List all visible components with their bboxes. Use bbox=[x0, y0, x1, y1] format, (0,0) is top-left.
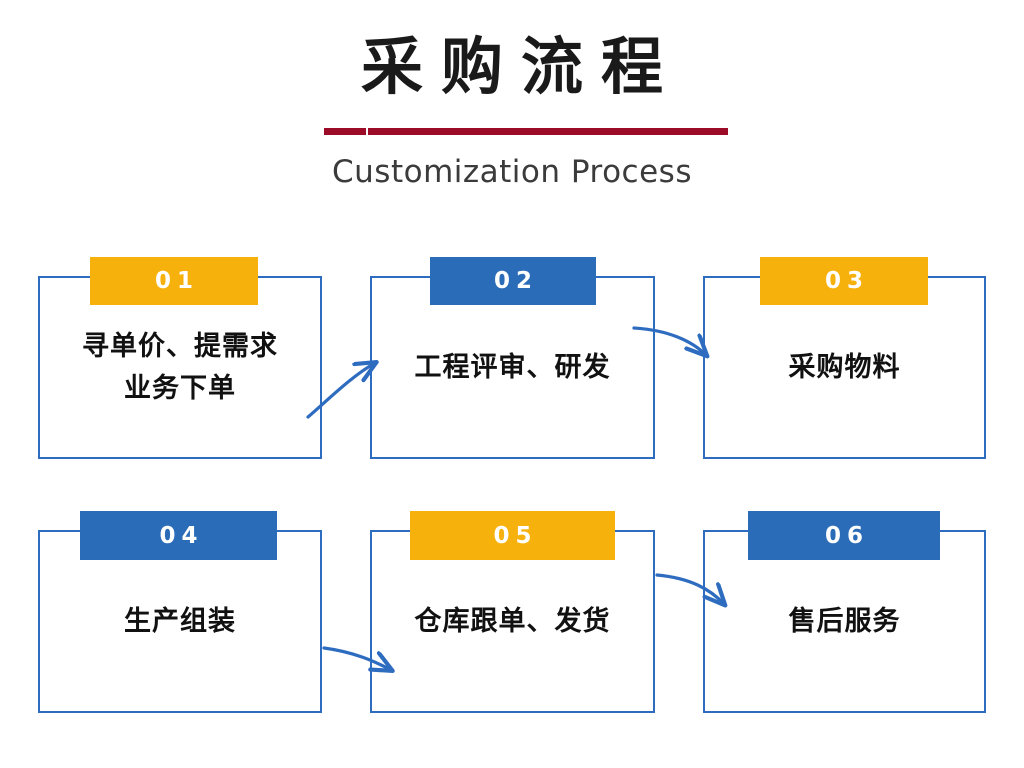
process-step-06-label: 售后服务 bbox=[788, 605, 901, 637]
process-step-03-body: 采购物料 bbox=[705, 278, 984, 457]
process-step-02-body: 工程评审、研发 bbox=[372, 278, 653, 457]
process-step-02-number-badge[interactable]: 02 bbox=[430, 257, 596, 305]
process-step-01-number-badge[interactable]: 01 bbox=[90, 257, 258, 305]
process-step-05-number: 05 bbox=[493, 522, 538, 549]
process-step-04-body: 生产组装 bbox=[40, 532, 320, 711]
process-step-03-label: 采购物料 bbox=[788, 351, 901, 383]
process-step-04-number-badge[interactable]: 04 bbox=[80, 511, 277, 560]
process-step-02-number: 02 bbox=[493, 268, 538, 294]
process-step-05-number-badge[interactable]: 05 bbox=[410, 511, 615, 560]
process-step-01-body: 寻单价、提需求 业务下单 bbox=[40, 278, 320, 457]
process-step-01-number: 01 bbox=[154, 268, 199, 294]
process-step-06-number-badge[interactable]: 06 bbox=[748, 511, 940, 560]
process-step-01-label: 寻单价、提需求 业务下单 bbox=[82, 330, 278, 404]
process-step-06-number: 06 bbox=[824, 522, 869, 549]
process-step-05-label: 仓库跟单、发货 bbox=[414, 605, 611, 637]
page-title: 采购流程 bbox=[360, 30, 681, 103]
process-step-04-number: 04 bbox=[159, 522, 204, 549]
page-subtitle: Customization Process bbox=[332, 154, 692, 190]
slide-header: 采购流程 Customization Process bbox=[0, 0, 1024, 210]
process-step-03-number-badge[interactable]: 03 bbox=[760, 257, 928, 305]
title-divider-notch bbox=[366, 128, 368, 135]
process-step-05-box[interactable]: 仓库跟单、发货 bbox=[370, 530, 655, 713]
process-step-06-body: 售后服务 bbox=[705, 532, 984, 711]
title-divider bbox=[324, 128, 728, 135]
process-step-01-box[interactable]: 寻单价、提需求 业务下单 bbox=[38, 276, 322, 459]
process-step-05-body: 仓库跟单、发货 bbox=[372, 532, 653, 711]
process-step-02-label: 工程评审、研发 bbox=[414, 351, 611, 383]
process-step-03-number: 03 bbox=[824, 268, 869, 294]
process-step-04-label: 生产组装 bbox=[124, 605, 236, 637]
